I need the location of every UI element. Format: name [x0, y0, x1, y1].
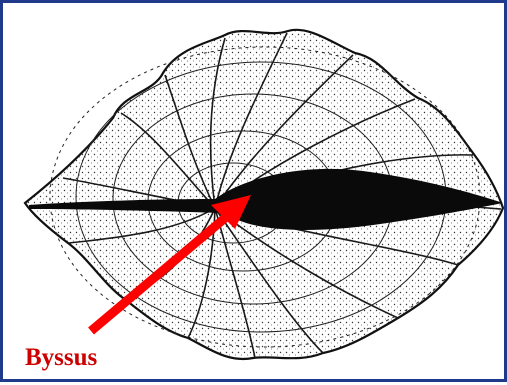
byssus-label: Byssus — [25, 343, 97, 373]
shell-illustration — [3, 3, 507, 385]
